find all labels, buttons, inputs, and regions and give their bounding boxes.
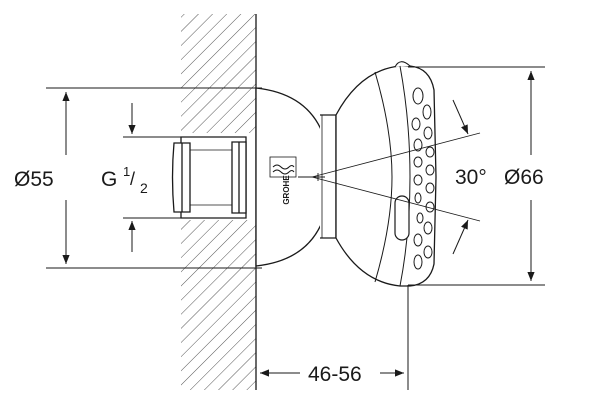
dimension-thread	[123, 103, 181, 252]
angle-construction	[298, 132, 481, 222]
dimension-d55	[46, 87, 262, 269]
dimension-depth	[255, 268, 409, 390]
logo-lettering: GROHE	[282, 175, 291, 205]
angle-30-label: 30°	[455, 166, 487, 189]
wall-section	[181, 14, 257, 390]
spray-nozzles	[411, 87, 435, 270]
angle-arrows	[452, 99, 469, 255]
dimension-d66	[408, 66, 545, 286]
diameter-66-label: Ø66	[504, 166, 544, 189]
thread-slash: /	[130, 169, 136, 189]
thread-denominator: 2	[140, 180, 148, 196]
diameter-55-label: Ø55	[14, 168, 54, 191]
shower-head	[335, 61, 437, 287]
thread-numerator: 1	[123, 164, 131, 179]
grohe-logo: GROHE	[269, 156, 297, 205]
thread-g-label: G	[101, 168, 118, 191]
threaded-connector	[171, 136, 247, 219]
depth-range-label: 46-56	[308, 363, 362, 386]
